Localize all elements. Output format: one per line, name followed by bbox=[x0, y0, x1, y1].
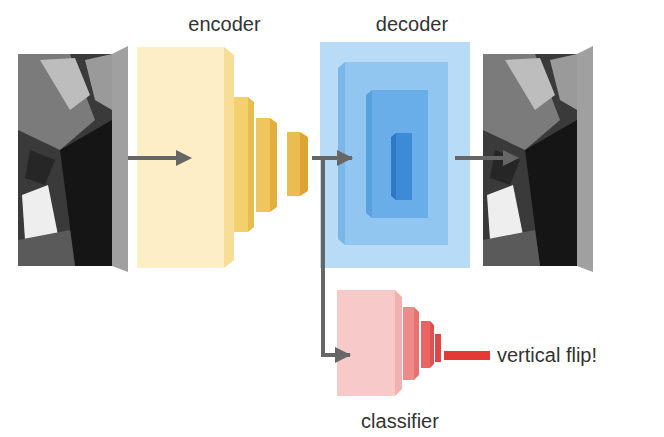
network-layer bbox=[391, 133, 396, 200]
network-layer bbox=[287, 132, 300, 196]
network-layer bbox=[300, 132, 308, 196]
network-layer bbox=[338, 62, 345, 245]
network-layer bbox=[414, 307, 419, 380]
network-layer bbox=[430, 321, 434, 368]
layer-stack bbox=[352, 12, 472, 274]
block-label: encoder bbox=[188, 12, 260, 36]
network-layer bbox=[372, 90, 428, 218]
network-layer bbox=[395, 290, 402, 396]
network-layer bbox=[421, 321, 430, 368]
network-layer bbox=[248, 97, 254, 232]
decoder-block: decoder bbox=[352, 12, 472, 274]
block-label: decoder bbox=[376, 12, 448, 36]
network-layer bbox=[366, 90, 372, 218]
network-layer bbox=[337, 290, 395, 396]
network-layer bbox=[234, 97, 248, 232]
network-layer bbox=[403, 307, 414, 380]
prediction-bar bbox=[444, 351, 490, 360]
input-image bbox=[18, 46, 128, 272]
layer-stack bbox=[137, 12, 312, 274]
network-layer bbox=[396, 133, 412, 200]
network-layer bbox=[256, 118, 270, 212]
encoder-block: encoder bbox=[137, 12, 312, 274]
network-layer bbox=[345, 62, 448, 245]
prediction-label: vertical flip! bbox=[497, 343, 597, 367]
output-arrow bbox=[455, 156, 505, 160]
classifier-block: classifier bbox=[350, 285, 450, 433]
network-layer bbox=[270, 118, 277, 212]
network-layer bbox=[435, 334, 441, 362]
network-layer bbox=[320, 42, 470, 268]
output-arrowhead bbox=[503, 150, 519, 166]
block-label: classifier bbox=[361, 409, 439, 433]
network-layer bbox=[224, 47, 234, 268]
input-arrow bbox=[128, 156, 178, 160]
flow-arrow bbox=[312, 158, 350, 355]
input-arrowhead bbox=[176, 150, 192, 166]
